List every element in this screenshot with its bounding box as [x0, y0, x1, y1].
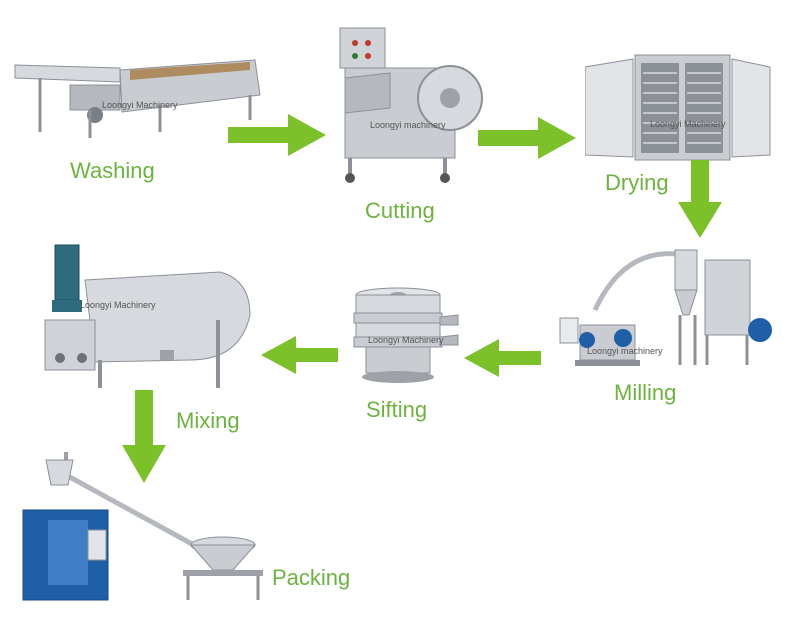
cutting-watermark: Loongyi machinery — [370, 120, 446, 130]
cutting-machine-image: Loongyi machinery — [339, 27, 483, 183]
sifting-watermark: Loongyi Machinery — [368, 335, 444, 345]
drying-oven-image: Loongyi Machinery — [585, 54, 771, 161]
packing-machine-image — [22, 452, 263, 601]
arrow-down-mixing-to-packing — [122, 390, 166, 483]
washing-machine-image: Loongyi Machinery — [14, 59, 261, 138]
stage-label-sifting: Sifting — [366, 397, 428, 422]
stage-label-mixing: Mixing — [176, 408, 240, 433]
sifter-machine-image: Loongyi Machinery — [353, 287, 459, 383]
arrow-left-sifting-to-mixing — [261, 336, 338, 374]
arrow-down-drying-to-milling — [678, 160, 722, 238]
mixer-machine-image: Loongyi Machinery — [44, 244, 251, 388]
washing-watermark: Loongyi Machinery — [102, 100, 178, 110]
drying-watermark: Loongyi Machinery — [650, 119, 726, 129]
stage-label-milling: Milling — [614, 380, 677, 405]
stage-label-washing: Washing — [70, 158, 155, 183]
arrow-right-washing-to-cutting — [228, 114, 326, 156]
stage-label-drying: Drying — [605, 170, 669, 195]
milling-watermark: Loongyi machinery — [587, 346, 663, 356]
mixing-watermark: Loongyi Machinery — [80, 300, 156, 310]
stage-label-cutting: Cutting — [365, 198, 435, 223]
arrow-right-cutting-to-drying — [478, 117, 576, 159]
milling-machine-image: Loongyi machinery — [559, 249, 772, 366]
stage-label-packing: Packing — [272, 565, 351, 590]
arrow-left-milling-to-sifting — [464, 339, 541, 377]
